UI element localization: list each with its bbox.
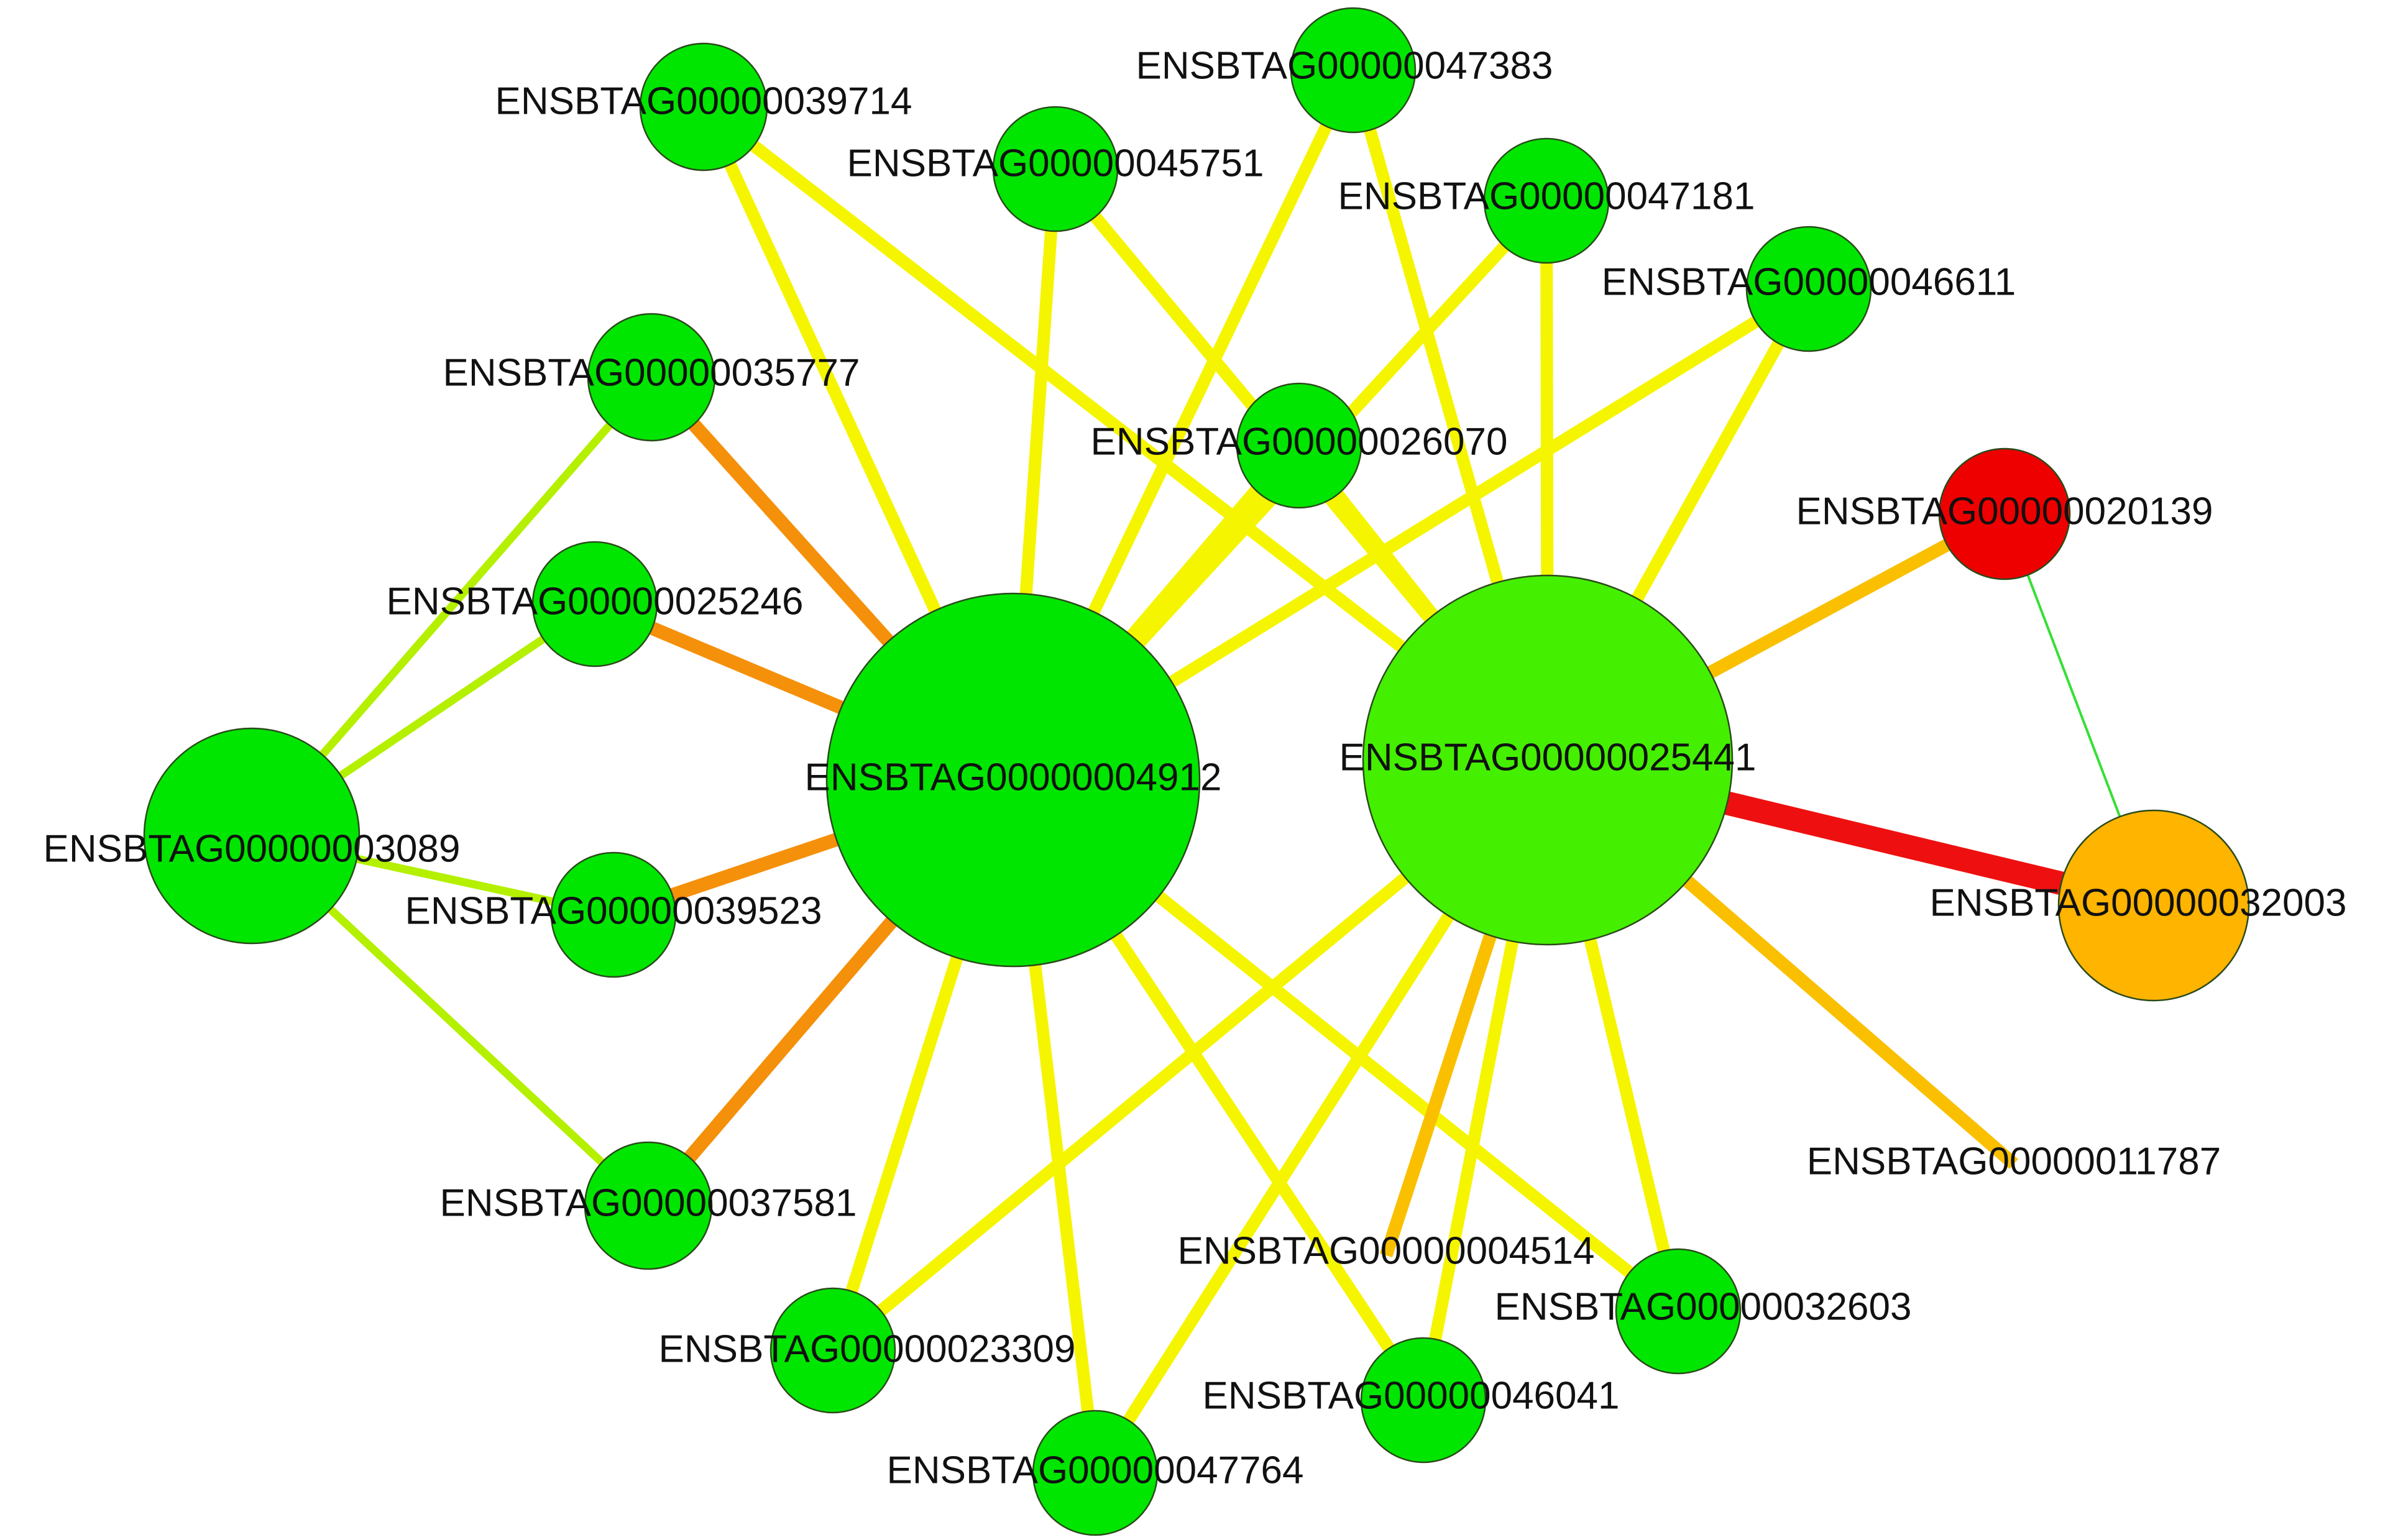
node-label: ENSBTAG00000047181 — [1338, 175, 1755, 218]
node-label: ENSBTAG00000032603 — [1495, 1285, 1912, 1328]
node-circle — [1615, 1248, 1742, 1375]
node-circle — [992, 106, 1119, 232]
node-label: ENSBTAG00000046041 — [1203, 1374, 1620, 1417]
node-label: ENSBTAG00000039523 — [405, 889, 822, 932]
node-label: ENSBTAG00000039714 — [495, 80, 912, 122]
node-circle — [1290, 7, 1417, 134]
node-circle — [1938, 447, 2071, 580]
node-label: ENSBTAG00000025246 — [387, 580, 804, 623]
node-label: ENSBTAG00000032003 — [1930, 881, 2347, 924]
node-circle — [1745, 226, 1872, 352]
node-label: ENSBTAG00000023309 — [659, 1327, 1076, 1370]
node-label: ENSBTAG00000046611 — [1602, 260, 2016, 303]
node-label: ENSBTAG00000004514 — [1178, 1229, 1595, 1272]
node-label: ENSBTAG00000011787 — [1807, 1140, 2221, 1183]
node-circle — [1483, 137, 1610, 264]
node-label: ENSBTAG00000045751 — [847, 142, 1264, 185]
node-label: ENSBTAG00000003089 — [44, 827, 461, 870]
node-circle — [639, 42, 768, 172]
node-label: ENSBTAG00000047383 — [1136, 44, 1553, 87]
node-layer — [143, 7, 2250, 1536]
node-circle — [587, 313, 716, 442]
node-label: ENSBTAG00000037581 — [440, 1181, 857, 1224]
node-circle — [1362, 574, 1734, 946]
node-label: ENSBTAG00000035777 — [443, 351, 860, 394]
node-label: ENSBTAG00000026070 — [1091, 420, 1508, 463]
node-circle — [143, 727, 361, 945]
node-label: ENSBTAG00000020139 — [1796, 490, 2213, 533]
node-circle — [1360, 1337, 1487, 1464]
node-label: ENSBTAG00000047764 — [887, 1449, 1304, 1492]
node-circle — [550, 851, 677, 978]
node-circle — [2057, 809, 2250, 1002]
node-circle — [1032, 1409, 1159, 1536]
node-circle — [531, 541, 658, 667]
node-circle — [825, 592, 1201, 968]
node-circle — [1236, 382, 1362, 509]
node-circle — [769, 1287, 896, 1414]
node-label: ENSBTAG00000025441 — [1339, 736, 1757, 779]
node-circle — [584, 1141, 713, 1270]
node-label: ENSBTAG00000004912 — [805, 756, 1222, 799]
